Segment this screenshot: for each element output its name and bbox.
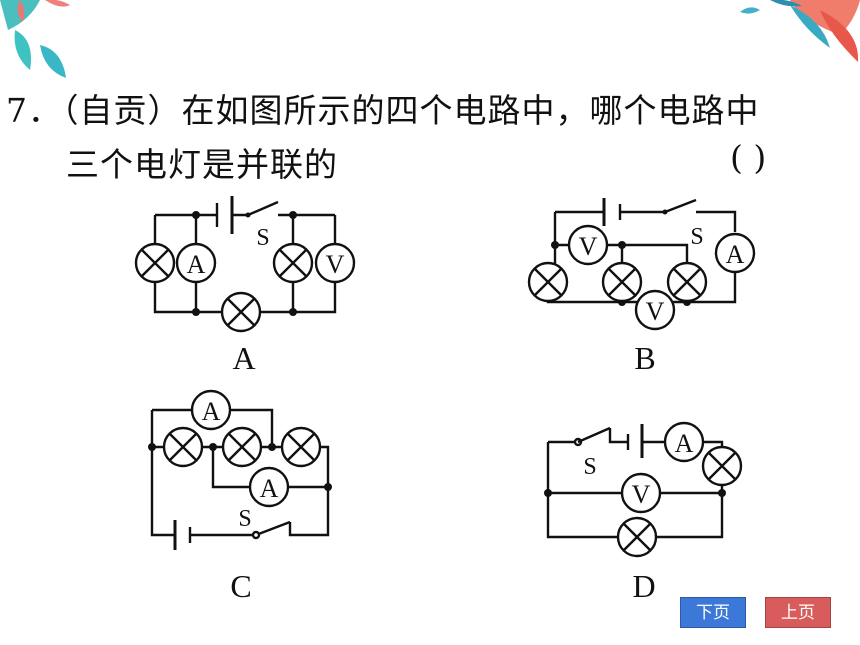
circuit-a-label: A (232, 340, 256, 376)
circuit-a (134, 196, 356, 333)
lamp-icon (134, 242, 176, 284)
ammeter-label: A (260, 474, 279, 503)
lamp-icon (162, 426, 204, 468)
circuit-b (527, 198, 756, 331)
voltmeter-label: V (632, 480, 651, 509)
lamp-icon (601, 261, 643, 303)
circuit-d (544, 421, 743, 558)
leaf-decoration-top-left (0, 0, 70, 78)
voltmeter-label: V (326, 250, 345, 279)
switch-label: S (238, 506, 251, 532)
lamp-icon (272, 242, 314, 284)
previous-page-button[interactable]: 上页 (765, 597, 831, 628)
switch-label: S (690, 224, 703, 250)
voltmeter-label: V (579, 232, 598, 261)
ammeter-label: A (202, 397, 221, 426)
ammeter-label: A (726, 240, 745, 269)
lamp-icon (666, 261, 708, 303)
circuit-c-label: C (230, 568, 252, 604)
circuit-c (148, 389, 332, 550)
lamp-icon (221, 426, 263, 468)
lamp-icon (701, 445, 743, 487)
lamp-icon (527, 261, 569, 303)
answer-blank: ( ) (730, 138, 767, 177)
ammeter-label: A (187, 250, 206, 279)
lamp-icon (616, 516, 658, 558)
ammeter-label: A (675, 429, 694, 458)
switch-label: S (256, 225, 269, 251)
question-text-line-1: 7．（自贡）在如图所示的四个电路中，哪个电路中 (6, 91, 760, 130)
leaf-decoration-top-right (740, 0, 860, 62)
next-page-button[interactable]: 下页 (680, 597, 746, 628)
question-text-line-2: 三个电灯是并联的 (66, 145, 338, 184)
circuit-d-label: D (632, 568, 656, 604)
lamp-icon (280, 426, 322, 468)
circuit-b-label: B (634, 340, 656, 376)
voltmeter-label: V (646, 297, 665, 326)
lamp-icon (220, 291, 262, 333)
switch-label: S (583, 454, 596, 480)
